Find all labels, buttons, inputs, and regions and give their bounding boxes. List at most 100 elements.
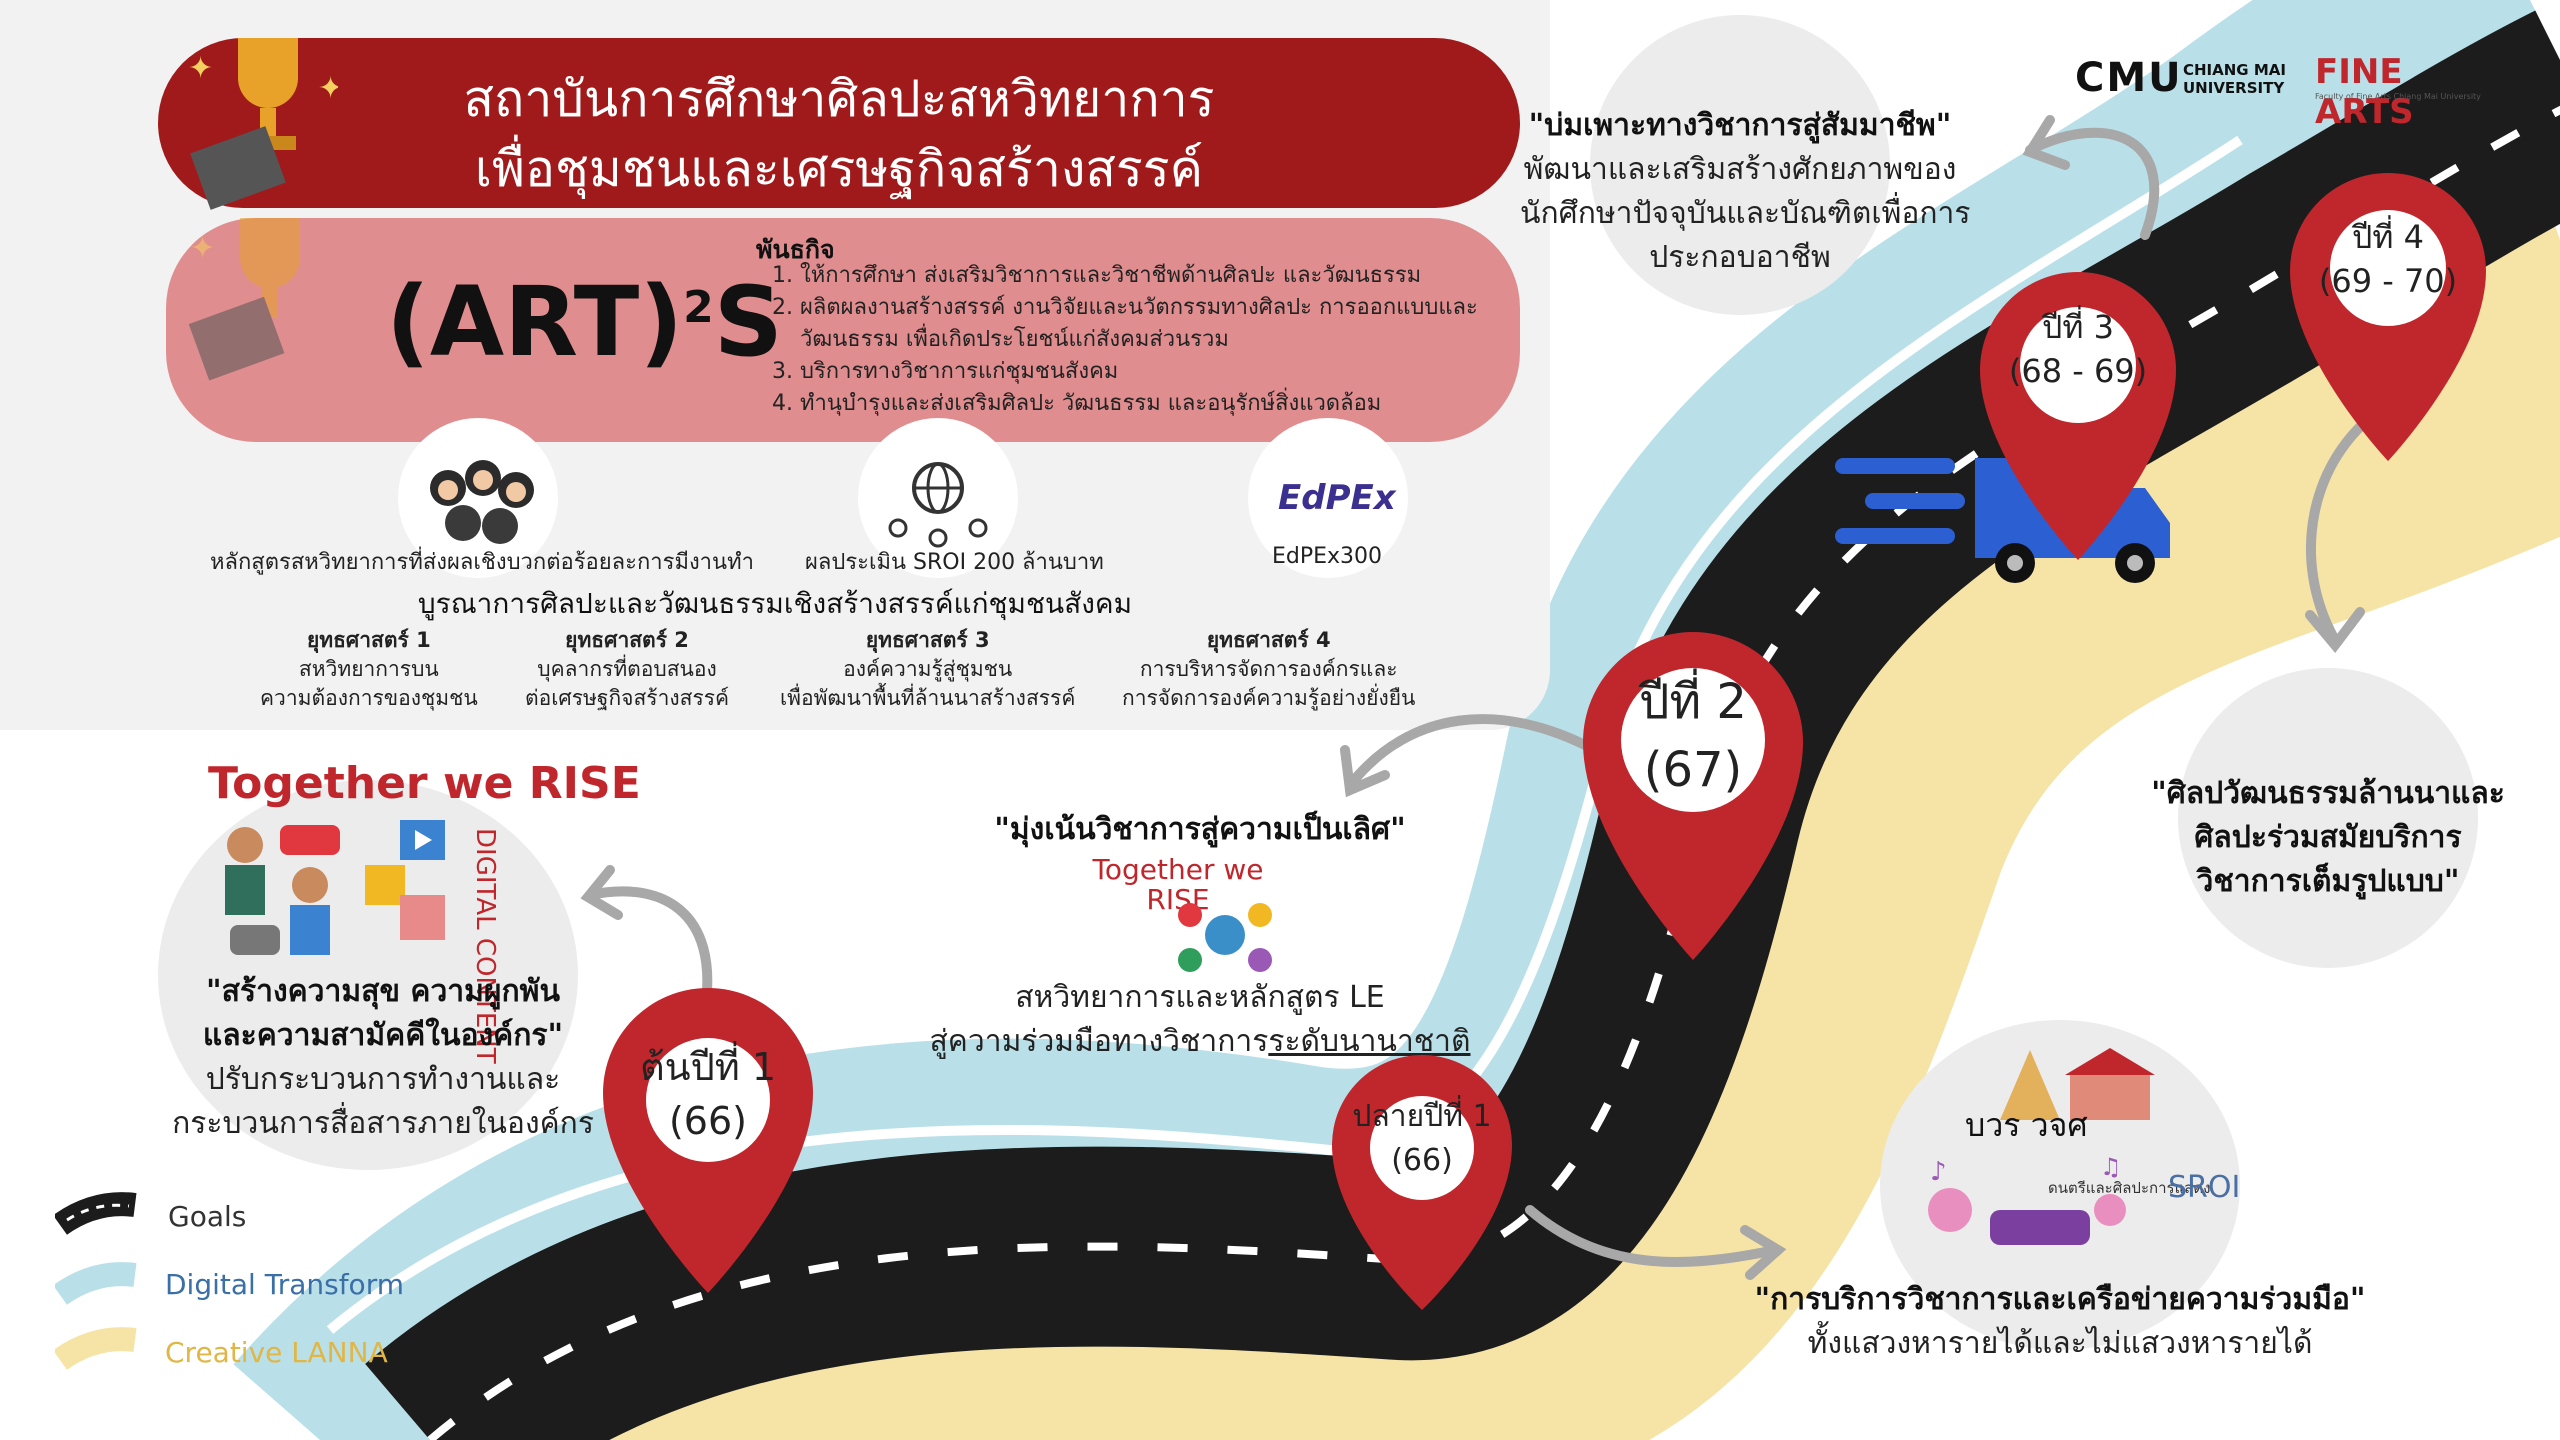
together-logo-b: RISE (528, 758, 641, 809)
arrow-to-together (585, 886, 713, 1015)
edpex-caption: EdPEx300 (1272, 544, 1383, 569)
arrow-to-excellence (1345, 714, 1600, 790)
excellence-international: ระดับนานาชาติ (1268, 1024, 1471, 1059)
strategy-3: ยุทธศาสตร์ 3 องค์ความรู้สู่ชุมชน เพื่อพั… (780, 626, 1075, 713)
fine-arts-logo-text: FINE ARTS (2315, 52, 2414, 132)
strategy-line: เพื่อพัฒนาพื้นที่ล้านนาสร้างสรรค์ (780, 686, 1076, 710)
arts-logo-main: (ART) (386, 266, 684, 378)
pin-year2-label: ปีที่ 2 (67) (1593, 668, 1793, 804)
legend-digital: Digital Transform (165, 1268, 404, 1301)
together-line: ปรับกระบวนการทำงานและ (205, 1062, 561, 1097)
excellence-line: สู่ความร่วมมือทางวิชาการ (929, 1024, 1269, 1059)
strategy-1: ยุทธศาสตร์ 1 สหวิทยาการบน ความต้องการของ… (260, 626, 478, 713)
music-performance-icon: ♪♫ (1928, 1153, 2126, 1245)
excellence-quote-text: "มุ่งเน้นวิชาการสู่ความเป็นเลิศ" (994, 812, 1406, 847)
digital-content-label: DIGITAL CONTENT (470, 828, 500, 1064)
svg-text:♪: ♪ (1930, 1157, 1947, 1187)
legend-swatches (55, 1192, 137, 1370)
network-label: บวร วจศ (1965, 1106, 2088, 1144)
lanna-line: ศิลปะร่วมสมัยบริการ (2194, 820, 2462, 855)
arrow-to-together-head (580, 865, 623, 920)
pin-label-line: ปีที่ 2 (1639, 674, 1747, 730)
pin-label-line: ปีที่ 3 (2042, 308, 2114, 346)
legend-goals-swatch (55, 1192, 137, 1235)
sroi-graphic (858, 418, 1018, 578)
pin-label-line: (67) (1643, 742, 1743, 798)
arts-logo-sup: 2 (683, 282, 714, 333)
lanna-bubble (2178, 668, 2478, 968)
title-line-2: เพื่อชุมชนและเศรษฐกิจสร้างสรรค์ (474, 140, 1204, 198)
strategy-2: ยุทธศาสตร์ 2 บุคลากรที่ตอบสนอง ต่อเศรษฐก… (525, 626, 729, 713)
cmu-logo-sub2: UNIVERSITY (2183, 79, 2285, 97)
strategy-line: ต่อเศรษฐกิจสร้างสรรค์ (525, 686, 730, 710)
lanna-line: วิชาการเต็มรูปแบบ" (2196, 864, 2460, 899)
excellence-line: สหวิทยาการและหลักสูตร LE (1015, 980, 1385, 1015)
career-quote: "บ่มเพาะทางวิชาการสู่สัมมาชีพ" (1528, 108, 1952, 143)
mission-item: ให้การศึกษา ส่งเสริมวิชาการและวิชาชีพด้า… (800, 260, 1540, 292)
strategy-line: องค์ความรู้สู่ชุมชน (843, 657, 1013, 681)
together-line: กระบวนการสื่อสารภายในองค์กร (172, 1106, 594, 1141)
legend-creative: Creative LANNA (165, 1336, 388, 1369)
mission-title: พันธกิจ (756, 235, 835, 264)
strategy-title: ยุทธศาสตร์ 4 (1206, 628, 1331, 652)
students-group-icon (430, 460, 534, 544)
road-lane-marking (427, 105, 2560, 1440)
cmu-logo-text: CMU (2075, 55, 2183, 101)
career-text: "บ่มเพาะทางวิชาการสู่สัมมาชีพ" พัฒนาและเ… (1520, 104, 1971, 280)
edpex-graphic: EdPEx (1248, 418, 1408, 578)
svg-text:✦: ✦ (188, 51, 213, 86)
pin-label-line: (66) (1391, 1143, 1453, 1178)
mission-item: ทำนุบำรุงและส่งเสริมศิลปะ วัฒนธรรม และอน… (800, 388, 1540, 420)
strategy-line: ความต้องการของชุมชน (260, 686, 478, 710)
pin-label-line: (68 - 69) (2008, 352, 2148, 390)
arrow-to-network (1525, 1205, 1780, 1267)
cmu-logo: CMU CHIANG MAI UNIVERSITY (2075, 55, 2295, 105)
strategy-line: การบริหารจัดการองค์กรและ (1139, 657, 1398, 681)
together-quote: และความสามัคคีในองค์กร" (202, 1018, 564, 1053)
strategy-line: บุคลากรที่ตอบสนอง (537, 657, 717, 681)
excellence-text: สหวิทยาการและหลักสูตร LE สู่ความร่วมมือท… (900, 976, 1500, 1064)
career-line: พัฒนาและเสริมสร้างศักยภาพของ (1523, 152, 1957, 187)
pin-label-line: ต้นปีที่ 1 (639, 1045, 777, 1089)
cmu-logo-sub1: CHIANG MAI (2183, 61, 2286, 79)
pin-year3-label: ปีที่ 3 (68 - 69) (1978, 305, 2178, 393)
together-logo: Together we RISE (208, 758, 641, 809)
network-sub: ดนตรีและศิลปะการแสดง (2048, 1179, 2211, 1197)
strategy-title: ยุทธศาสตร์ 3 (865, 628, 990, 652)
together-logo-a: Together we (208, 758, 514, 809)
network-text: "การบริการวิชาการและเครือข่ายความร่วมมือ… (1740, 1278, 2380, 1366)
network-bubble (1880, 1020, 2240, 1350)
career-line: นักศึกษาปัจจุบันและบัณฑิตเพื่อการ (1520, 196, 1971, 231)
trophy-icon: ✦ ✦ (188, 38, 338, 210)
legend-creative-swatch (55, 1327, 137, 1370)
arrow-to-excellence-head (1340, 745, 1390, 798)
arrow-to-career-head (2022, 115, 2070, 170)
arts-logo-tail: S (713, 266, 783, 378)
title-line-1: สถาบันการศึกษาศิลปะสหวิทยาการ (463, 70, 1215, 128)
network-sroi: SROI (2168, 1170, 2241, 1205)
sroi-caption: ผลประเมิน SROI 200 ล้านบาท (805, 550, 1104, 575)
global-network-icon (888, 462, 988, 548)
svg-text:♫: ♫ (2100, 1153, 2122, 1181)
trophy-icon: ✦ (188, 218, 300, 381)
legend-goals: Goals (168, 1200, 247, 1233)
arrow-to-career (2025, 127, 2160, 240)
strategy-line: สหวิทยาการบน (298, 657, 439, 681)
strategy-line: การจัดการองค์ความรู้อย่างยั่งยืน (1122, 686, 1416, 710)
lanna-line: "ศิลปวัฒนธรรมล้านนาและ (2151, 776, 2505, 811)
svg-text:✦: ✦ (318, 71, 338, 106)
strategy-4: ยุทธศาสตร์ 4 การบริหารจัดการองค์กรและ กา… (1122, 626, 1415, 713)
pin-year4-label: ปีที่ 4 (69 - 70) (2288, 215, 2488, 303)
mission-banner: ✦ (ART)2S พันธกิจ ให้การศึกษา ส่งเสริมวิ… (166, 218, 1520, 442)
digital-content-icon (225, 820, 445, 955)
curriculum-caption: หลักสูตรสหวิทยาการที่ส่งผลเชิงบวกต่อร้อย… (210, 550, 754, 575)
pin-start-year1-label: ต้นปีที่ 1 (66) (608, 1040, 808, 1148)
pin-end-year1-label: ปลายปีที่ 1 (66) (1330, 1095, 1514, 1183)
network-quote: "การบริการวิชาการและเครือข่ายความร่วมมือ… (1754, 1282, 2366, 1317)
mission-item: ผลิตผลงานสร้างสรรค์ งานวิจัยและนวัตกรรมท… (800, 292, 1540, 356)
integration-title: บูรณาการศิลปะและวัฒนธรรมเชิงสร้างสรรค์แก… (417, 587, 1133, 620)
pin-label-line: (69 - 70) (2318, 262, 2458, 300)
lanna-text: "ศิลปวัฒนธรรมล้านนาและ ศิลปะร่วมสมัยบริก… (2128, 772, 2528, 904)
